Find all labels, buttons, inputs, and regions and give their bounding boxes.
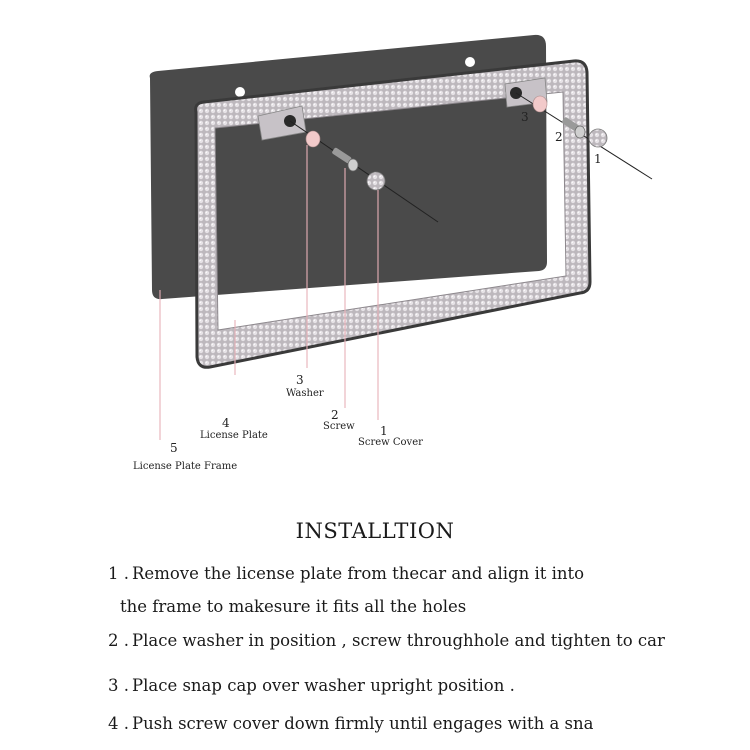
step-text: Remove the license plate from thecar and… <box>132 564 584 583</box>
license-plate-frame-number: 5 <box>170 441 178 455</box>
screw-cover-right <box>589 129 607 147</box>
step-text: Place washer in position , screw through… <box>132 631 665 650</box>
step-4: 4 .Push screw cover down firmly until en… <box>108 714 594 733</box>
plate-hole-left <box>235 87 245 97</box>
top-screw-cover-number: 1 <box>594 152 602 166</box>
top-washer-number: 3 <box>521 110 529 124</box>
license-plate-frame-diagram <box>0 0 750 500</box>
screw-cover-number: 1 <box>380 424 388 438</box>
license-plate-label: License Plate <box>200 430 268 441</box>
washer-right <box>533 96 547 112</box>
license-plate-number: 4 <box>222 416 230 430</box>
step-2: 2 .Place washer in position , screw thro… <box>108 631 665 650</box>
license-plate-frame-label: License Plate Frame <box>133 461 237 472</box>
step-text: Place snap cap over washer upright posit… <box>132 676 515 695</box>
step-number: 3 . <box>108 676 132 695</box>
instructions-title: INSTALLTION <box>0 519 750 543</box>
step-number: 2 . <box>108 631 132 650</box>
step-3: 3 .Place snap cap over washer upright po… <box>108 676 515 695</box>
step-number: 1 . <box>108 564 132 583</box>
screw-label: Screw <box>323 421 355 432</box>
screw-number: 2 <box>331 408 339 422</box>
screw-cover-label: Screw Cover <box>358 437 423 448</box>
step-number: 4 . <box>108 714 132 733</box>
washer-label: Washer <box>286 388 324 399</box>
washer-left <box>306 131 320 147</box>
washer-number: 3 <box>296 373 304 387</box>
plate-hole-right <box>465 57 475 67</box>
step-1-line-2: the frame to makesure it fits all the ho… <box>120 597 466 616</box>
top-screw-number: 2 <box>555 130 563 144</box>
step-text: the frame to makesure it fits all the ho… <box>120 597 466 616</box>
screw-cover-left <box>367 172 385 190</box>
step-1-line-1: 1 .Remove the license plate from thecar … <box>108 564 584 583</box>
step-text: Push screw cover down firmly until engag… <box>132 714 594 733</box>
